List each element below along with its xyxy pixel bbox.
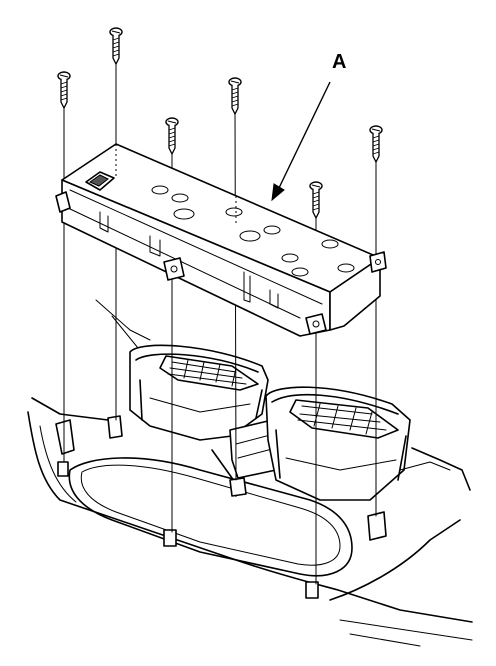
boss-left <box>57 461 69 477</box>
boss-center <box>163 529 177 547</box>
unit-ear-far-right <box>369 251 387 273</box>
panel-bottom-lines <box>339 619 473 647</box>
left-vent-vanes <box>183 359 237 387</box>
boss-right <box>305 581 319 599</box>
unit-tab-4 <box>269 289 279 309</box>
unit-tab-2 <box>149 235 161 257</box>
unit-hole-2 <box>171 193 189 203</box>
control-unit-a <box>55 143 387 337</box>
panel-top-left-line <box>95 299 151 341</box>
right-vent-sides <box>275 429 407 481</box>
unit-ear-right <box>305 313 327 335</box>
panel-inner-edge <box>39 425 77 503</box>
unit-hole-9 <box>291 267 309 277</box>
screw-3 <box>228 77 242 115</box>
unit-ear-center <box>163 257 185 281</box>
clip-center <box>229 477 247 497</box>
unit-front-seam <box>67 207 301 319</box>
right-vent-vanes <box>313 403 373 435</box>
screw-1 <box>109 27 123 65</box>
unit-hole-4 <box>225 207 243 217</box>
clip-left-inner <box>107 415 123 439</box>
display-opening <box>68 457 353 577</box>
unit-hole-3 <box>173 208 195 220</box>
screw-5 <box>369 125 383 163</box>
unit-switch-button <box>88 174 109 187</box>
left-vent-rim <box>135 353 259 373</box>
right-vent-rim <box>271 393 399 415</box>
unit-hole-6 <box>263 225 281 235</box>
screw-2 <box>57 71 71 109</box>
unit-top-edge-detail <box>69 189 323 305</box>
right-vent-bracket <box>399 461 451 471</box>
clip-left-outer <box>55 419 75 455</box>
panel-right-edge <box>411 447 471 491</box>
right-air-vent <box>265 386 451 501</box>
unit-hole-7 <box>281 253 299 263</box>
unit-hole-1 <box>151 185 169 195</box>
left-vent-sides <box>139 379 263 421</box>
left-air-vent <box>129 344 269 441</box>
screw-6 <box>309 181 323 219</box>
unit-tab-3 <box>243 271 251 303</box>
unit-ear-left <box>55 191 71 213</box>
panel-right-lower <box>329 519 461 601</box>
unit-ear-center-hole <box>170 265 178 273</box>
unit-hole-5 <box>239 230 261 242</box>
unit-ear-far-right-hole <box>375 259 381 265</box>
screw-4 <box>165 117 179 155</box>
left-vent-seam <box>149 397 251 413</box>
unit-hole-10 <box>337 263 355 273</box>
right-vent-seam <box>285 457 397 471</box>
clip-right <box>367 511 387 541</box>
panel-upper-edge-left <box>31 397 121 433</box>
unit-tab-1 <box>99 211 109 233</box>
callout-arrow <box>271 81 331 202</box>
display-opening-inner <box>80 464 341 566</box>
unit-ear-right-hole <box>312 320 320 328</box>
callout-arrowhead <box>271 183 285 202</box>
callout-label-a: A <box>332 51 347 73</box>
mounting-clips <box>55 415 387 599</box>
unit-hole-8 <box>321 239 339 249</box>
callout-leader-line <box>277 81 331 191</box>
